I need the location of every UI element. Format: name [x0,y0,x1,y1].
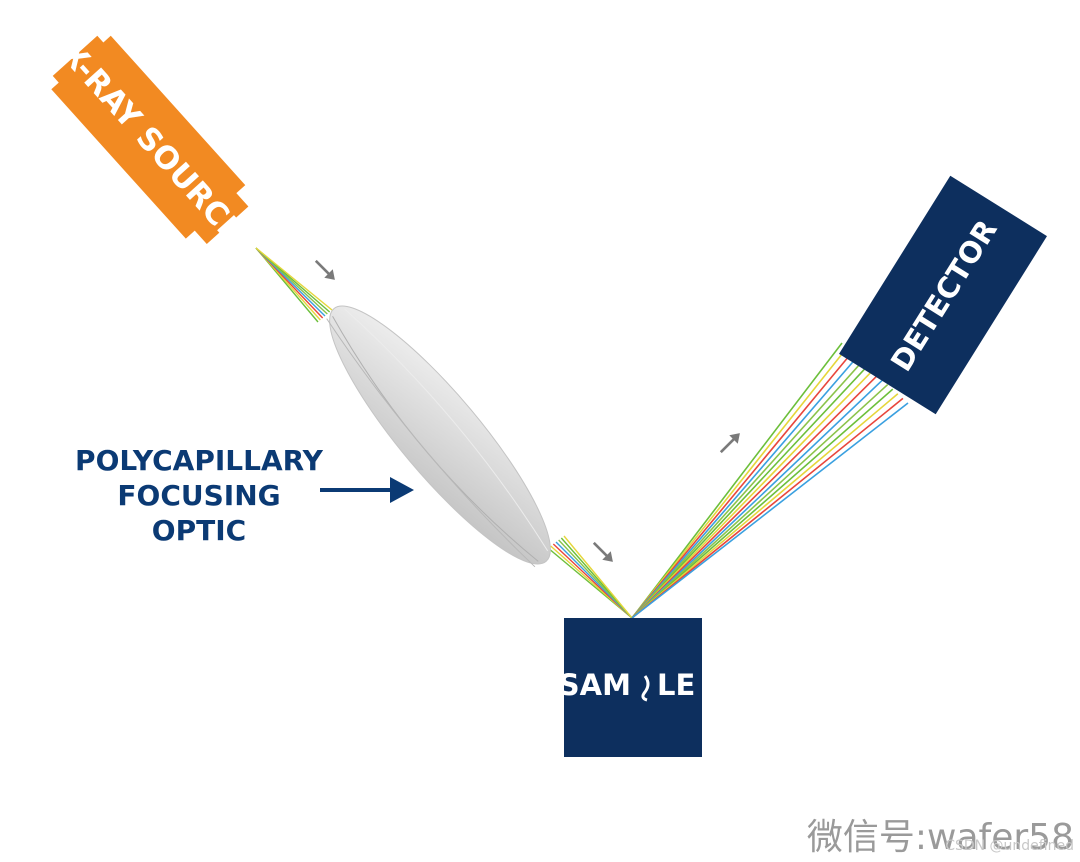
arrow-down-right-icon [592,541,613,562]
beam-ray [631,402,909,619]
beam-ray [631,393,899,619]
optic-label-line-3: OPTIC [152,514,246,547]
optic-label-line-2: FOCUSING [117,479,280,512]
watermark-credit: CSDN @undefined [945,838,1074,854]
sample-spot-icon [641,675,650,702]
beam-ray [631,379,884,619]
beam-ray [563,535,633,619]
beam-ray [631,351,853,619]
beam-ray [631,383,889,619]
beam-ray [631,342,843,619]
sample: SAM LE [559,618,702,757]
watermark: 微信号:wafer58 [806,817,1074,858]
arrow-down-right-icon [314,259,335,280]
beam-ray [631,388,894,619]
beam-ray [631,360,863,619]
sample-label-left: SAM [559,668,631,702]
beam-ray [631,397,904,619]
focused-beam [547,535,633,619]
x-ray-source: X-RAY SOURCE [51,35,251,249]
beam-ray [255,247,333,311]
direction-arrows [314,259,740,562]
beam-ray [631,370,874,619]
arrow-up-right-icon [719,433,740,454]
beam-ray [631,374,879,619]
beam-ray [631,356,858,619]
optic-label-line-1: POLYCAPILLARY [75,444,324,477]
incoming-beam [255,247,333,323]
beam-ray [631,365,868,619]
x-ray-source-label: X-RAY SOURCE [54,36,251,249]
optic-label: POLYCAPILLARY FOCUSING OPTIC [75,444,324,547]
detector: DETECTOR [839,175,1047,415]
polycapillary-optic [326,305,551,568]
beam-ray [631,347,848,619]
fluorescence-beams [631,342,909,619]
sample-label-right: LE [657,668,695,702]
optic-pointer-arrow-icon [320,477,414,503]
